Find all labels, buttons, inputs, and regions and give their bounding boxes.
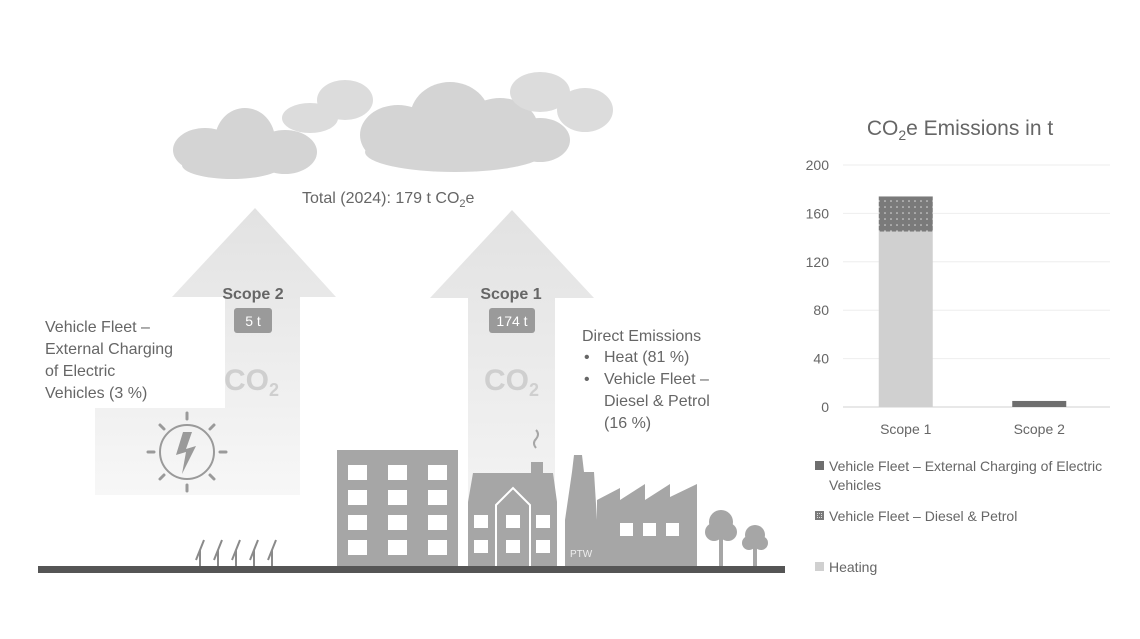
scope1-co2: CO2: [484, 364, 539, 400]
apartment-building-icon: [337, 450, 458, 567]
ground-line: [38, 566, 785, 573]
emissions-chart: CO2e Emissions in t 0 40 80 120 160 200 Scope…: [806, 117, 1110, 437]
legend-swatch: [815, 511, 824, 520]
scope2-value: 5 t: [245, 313, 261, 329]
y-tick-label: 120: [806, 254, 830, 270]
bar-segment: [878, 231, 933, 407]
scope2-arrow: [95, 208, 336, 495]
legend-swatch: [815, 562, 824, 571]
legend-label: Heating: [829, 559, 878, 575]
factory-label: PTW: [570, 549, 593, 560]
legend-item-ev: Vehicle Fleet – External Charging of Ele…: [815, 457, 1102, 495]
y-tick-label: 40: [813, 351, 829, 367]
legend-item-diesel: Vehicle Fleet – Diesel & Petrol: [815, 507, 1017, 526]
scope2-value-badge: [234, 308, 272, 333]
y-tick-label: 160: [806, 205, 830, 221]
bar-segment: [878, 196, 933, 232]
clouds-icon: [173, 72, 613, 179]
chart-title: CO2e Emissions in t: [867, 117, 1054, 143]
legend-swatch: [815, 461, 824, 470]
solar-panels-icon: [195, 539, 277, 566]
y-tick-label: 80: [813, 302, 829, 318]
y-tick-label: 200: [806, 157, 830, 173]
total-label: Total (2024): 179 t CO2e: [302, 190, 475, 210]
scope1-value-badge: [489, 308, 535, 333]
legend-item-heating: Heating: [815, 558, 877, 577]
scope2-title: Scope 2: [222, 286, 283, 303]
factory-icon: PTW: [565, 455, 697, 567]
y-tick-label: 0: [821, 399, 829, 415]
trees-icon: [705, 510, 768, 567]
scope1-description: Direct Emissions •Heat (81 %) •Vehicle F…: [582, 328, 714, 432]
x-tick-label: Scope 1: [880, 421, 932, 437]
legend-label: Vehicle Fleet – External Charging of Ele…: [829, 458, 1103, 474]
bar-segment: [1012, 400, 1067, 407]
solar-charging-icon: [146, 411, 228, 493]
legend-label: Vehicle Fleet – Diesel & Petrol: [829, 508, 1018, 524]
x-tick-label: Scope 2: [1014, 421, 1066, 437]
house-icon: [468, 429, 557, 568]
scope2-co2: CO2: [224, 364, 279, 400]
scope2-description: Vehicle Fleet – External Charging of Ele…: [45, 319, 178, 402]
legend-label-cont: Vehicles: [829, 477, 882, 493]
scope1-value: 174 t: [496, 313, 527, 329]
scope1-title: Scope 1: [480, 286, 541, 303]
